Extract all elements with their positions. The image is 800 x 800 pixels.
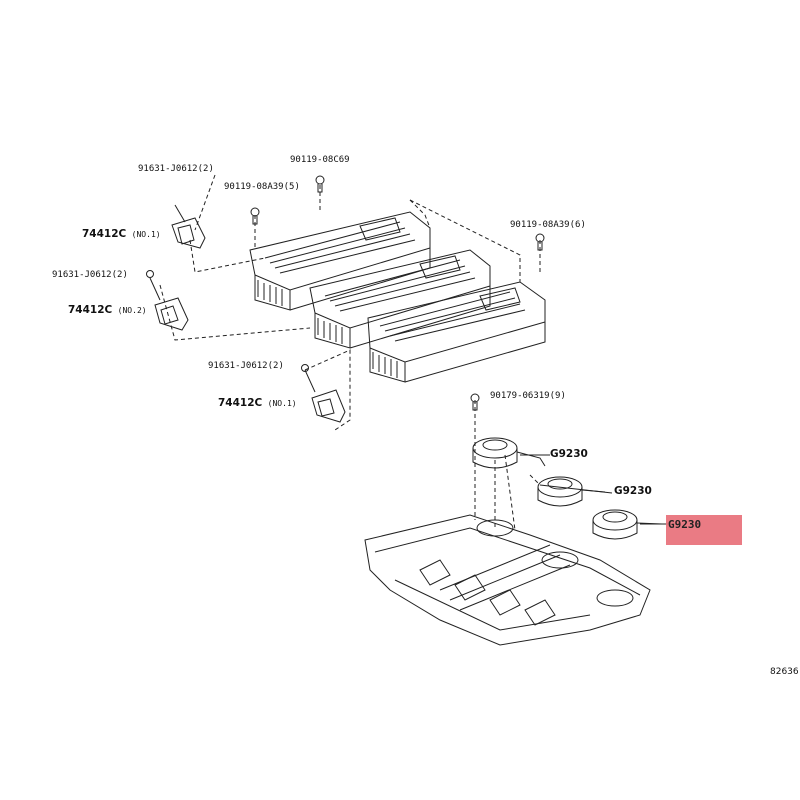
floor-panel (364, 514, 651, 646)
label-91631-low: 91631-J0612(2) (208, 361, 284, 371)
bracket-74412c-no2 (149, 277, 189, 331)
blower-unit-1 (472, 437, 546, 469)
battery-module-3 (367, 281, 546, 383)
part-number: 74412C (82, 228, 127, 240)
highlight-box (666, 515, 742, 545)
bolt-icons (146, 175, 545, 411)
label-g9230-b: G9230 (614, 485, 652, 497)
label-g9230-a: G9230 (550, 448, 588, 460)
label-90179-06319: 90179-06319(9) (490, 391, 566, 401)
part-number: 74412C (68, 304, 113, 316)
label-74412c-no1-low: 74412C (NO.1) (218, 398, 297, 410)
label-90119-08a39-5: 90119-08A39(5) (224, 182, 300, 192)
label-74412c-no1-top: 74412C (NO.1) (82, 229, 161, 241)
label-91631-top: 91631-J0612(2) (138, 164, 214, 174)
label-leaders (520, 454, 668, 525)
part-number: 74412C (218, 397, 263, 409)
bracket-74412c-no1-top (171, 204, 206, 249)
label-g9230-highlight[interactable]: G9230 (668, 518, 702, 531)
leader-lines (159, 174, 541, 531)
label-91631-mid: 91631-J0612(2) (52, 270, 128, 280)
label-90119-08a39-6: 90119-08A39(6) (510, 220, 586, 230)
label-90119-08c69: 90119-08C69 (290, 155, 350, 165)
diagram-reference-number: 82636 (770, 667, 799, 677)
part-sub: (NO.2) (117, 306, 147, 315)
bracket-74412c-no1-low (304, 369, 346, 423)
label-74412c-no2: 74412C (NO.2) (68, 305, 147, 317)
part-sub: (NO.1) (267, 399, 297, 408)
part-sub: (NO.1) (131, 230, 161, 239)
